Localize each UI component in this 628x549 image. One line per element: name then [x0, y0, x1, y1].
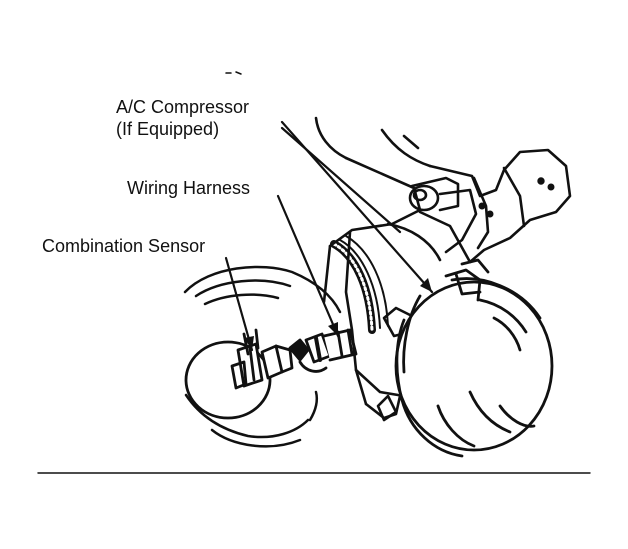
top-speck [225, 71, 242, 75]
wiring-harness [330, 235, 389, 334]
leader-arrowheads [244, 278, 432, 350]
leader-wiring-harness [276, 194, 340, 338]
arrowhead-wiring-harness [328, 322, 338, 336]
ac-compressor-label: A/C Compressor [116, 97, 250, 117]
combination-sensor-label: Combination Sensor [42, 236, 206, 256]
ac-compressor [394, 258, 554, 458]
crankshaft-pulley [183, 265, 342, 448]
wiring-harness-label: Wiring Harness [127, 178, 251, 198]
if-equipped-label: (If Equipped) [116, 119, 220, 139]
combination-sensor [184, 328, 294, 420]
engine-bracket [314, 116, 572, 422]
leader-lines [224, 120, 434, 352]
sensor-connector [288, 328, 358, 373]
arrowhead-ac-compressor [420, 278, 432, 292]
leader-combination-sensor [224, 256, 254, 352]
leader-ac-compressor-2 [280, 126, 402, 234]
bracket-boss [408, 176, 460, 212]
arrowhead-combination-sensor [244, 336, 254, 350]
